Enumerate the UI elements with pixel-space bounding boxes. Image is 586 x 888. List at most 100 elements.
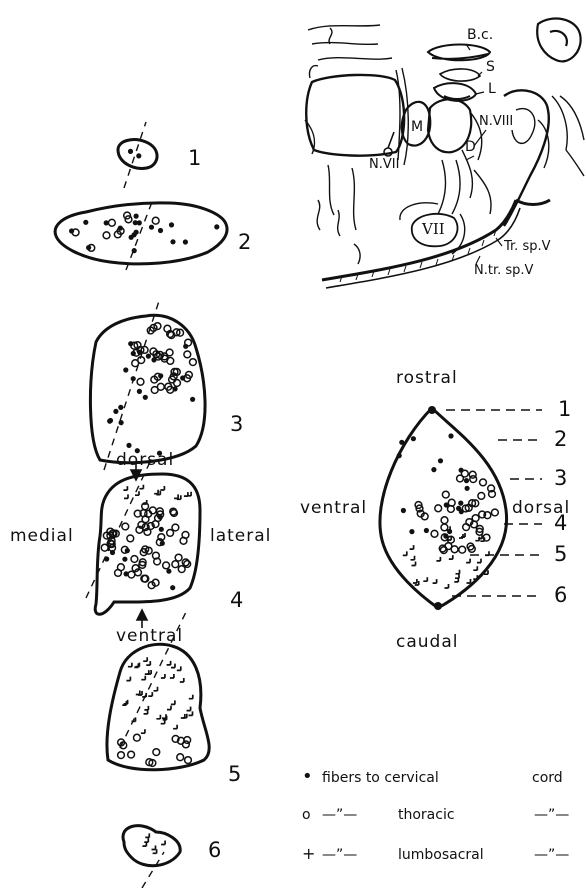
summary-cross-symbol [475,537,479,541]
section-5-cross-symbol [187,707,191,711]
section-number-5: 5 [228,764,241,785]
summary-dot-symbol [424,528,429,533]
summary-ring-symbol [459,546,466,553]
summary-rostral: rostral [396,370,458,387]
section-2-dot-symbol [132,248,137,253]
bc-structure [428,45,490,61]
summary-tip-rostral [428,406,436,414]
orient-dorsal: dorsal [116,452,174,469]
section-5-cross-symbol [126,677,130,681]
orient-ventral: ventral [116,628,183,645]
section-5-cross-symbol [156,715,160,719]
section-4-cross-symbol [154,490,158,494]
section-2-dot-symbol [118,226,123,231]
section-2-dot-symbol [170,239,175,244]
section-4-dot-symbol [159,527,164,532]
section-4-ring-symbol [175,554,182,561]
section-axes [86,122,186,888]
label-ntrspv: N.tr. sp.V [474,264,533,277]
section-6-cross-symbol [152,846,156,850]
label-n7: N.VII [369,158,399,171]
section-5-cross-symbol [141,729,145,733]
section-2-dot-symbol [104,220,109,225]
section-4-ring-symbol [172,561,179,568]
summary-ventral: ventral [300,500,367,517]
summary-cross-symbol [455,574,459,578]
section-4-ring-symbol [122,523,129,530]
section-4-dot-symbol [158,515,163,520]
summary-dot-symbol [411,436,416,441]
orient-medial: medial [10,528,74,545]
section-3-dot-symbol [190,397,195,402]
section-4-dot-symbol [110,550,115,555]
legend-tail-lumbosacral: —”— [534,848,569,862]
section-5-ring-symbol [118,752,125,759]
summary-cross-symbol [467,579,471,583]
summary-ring-symbol [431,530,438,537]
right-lobe [504,90,549,226]
section-3-dot-symbol [131,351,136,356]
section-3-ring-symbol [174,380,181,387]
section-number-4: 4 [230,590,243,611]
section-3-dot-symbol [137,350,142,355]
legend-ditto-lumbosacral: —”— [322,848,357,862]
summary-dot-symbol [399,440,404,445]
label-n8: N.VIII [479,115,513,128]
section-4-ring-symbol [128,571,135,578]
section-6-cross-symbol [145,833,149,837]
summary-cross-symbol [473,566,477,570]
summary-cross-symbol [466,559,470,563]
legend-marker-cervical: • [302,768,313,786]
summary-caudal: caudal [396,634,458,651]
section-3-dot-symbol [119,420,124,425]
summary-dot-symbol [397,453,402,458]
section-2-dot-symbol [137,220,142,225]
section-3-ring-symbol [132,360,139,367]
legend-marker-thoracic: o [302,808,311,822]
summary-level-6: 6 [554,585,567,606]
section-3-dot-symbol [126,443,131,448]
section-3-dot-symbol [131,376,136,381]
section-3-dot-symbol [113,409,118,414]
section-3-dot-symbol [158,373,163,378]
section-5-ring-symbol [177,754,184,761]
section-2-dot-symbol [149,225,154,230]
section-3-dot-symbol [180,375,185,380]
section-5-cross-symbol [144,706,148,710]
d-leader [466,156,474,160]
outline-upper-left [308,25,380,44]
ventral-arrow-head [137,610,147,620]
section-3-dot-symbol [123,367,128,372]
section-5-cross-symbol [177,666,181,670]
section-number-6: 6 [208,840,221,861]
axis-1 [124,122,146,188]
section-2-dot-symbol [134,230,139,235]
section-5-cross-symbol [162,714,166,718]
l-structure [434,83,476,101]
section-4-dot-symbol [160,541,165,546]
section-3-dot-symbol [143,395,148,400]
section-5-ring-symbol [128,751,135,758]
label-trspv: Tr. sp.V [504,240,551,253]
summary-cross-symbol [403,551,407,555]
summary-dot-symbol [401,508,406,513]
section-3-dot-symbol [151,357,156,362]
summary-cross-symbol [413,579,417,583]
summary-outline [380,408,507,608]
orient-lateral: lateral [210,528,271,545]
summary-cross-symbol [445,584,449,588]
summary-ring-symbol [442,491,449,498]
axis-6 [142,852,164,888]
section-6-cross-symbol [161,841,165,845]
summary-cross-symbol [410,545,414,549]
section-3-dot-symbol [137,389,142,394]
section-2-ring-symbol [152,217,159,224]
section-4-cross-symbol [160,486,164,490]
section-5-cross-symbol [171,664,175,668]
legend-text-thoracic: thoracic [398,808,455,822]
section-5-cross-symbol [171,700,175,704]
section-4-ring-symbol [127,535,134,542]
section-6-cross-symbol [144,838,148,842]
legend-tail-cervical: cord [532,771,563,785]
